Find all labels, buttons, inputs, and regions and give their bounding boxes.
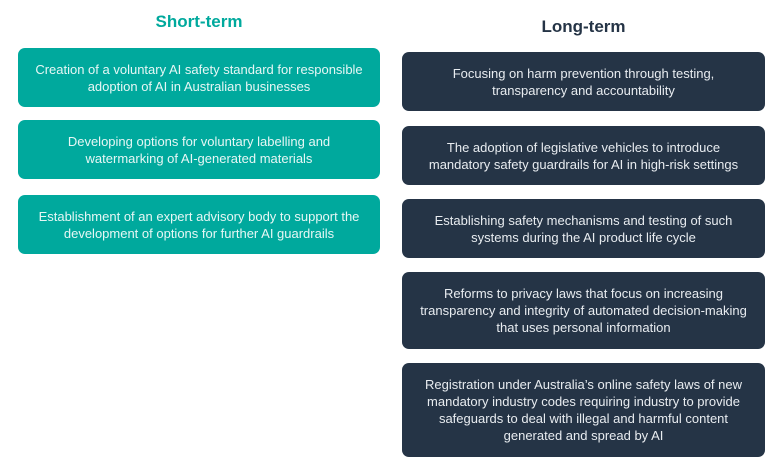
short-term-heading: Short-term: [155, 12, 243, 31]
short-term-item: Creation of a voluntary AI safety standa…: [18, 48, 380, 107]
long-term-item: The adoption of legislative vehicles to …: [402, 126, 765, 185]
short-term-item: Establishment of an expert advisory body…: [18, 195, 380, 254]
long-term-heading: Long-term: [541, 17, 626, 36]
long-term-item: Focusing on harm prevention through test…: [402, 52, 765, 111]
short-term-item: Developing options for voluntary labelli…: [18, 120, 380, 179]
long-term-item: Registration under Australia’s online sa…: [402, 363, 765, 457]
long-term-item: Establishing safety mechanisms and testi…: [402, 199, 765, 258]
long-term-item: Reforms to privacy laws that focus on in…: [402, 272, 765, 349]
